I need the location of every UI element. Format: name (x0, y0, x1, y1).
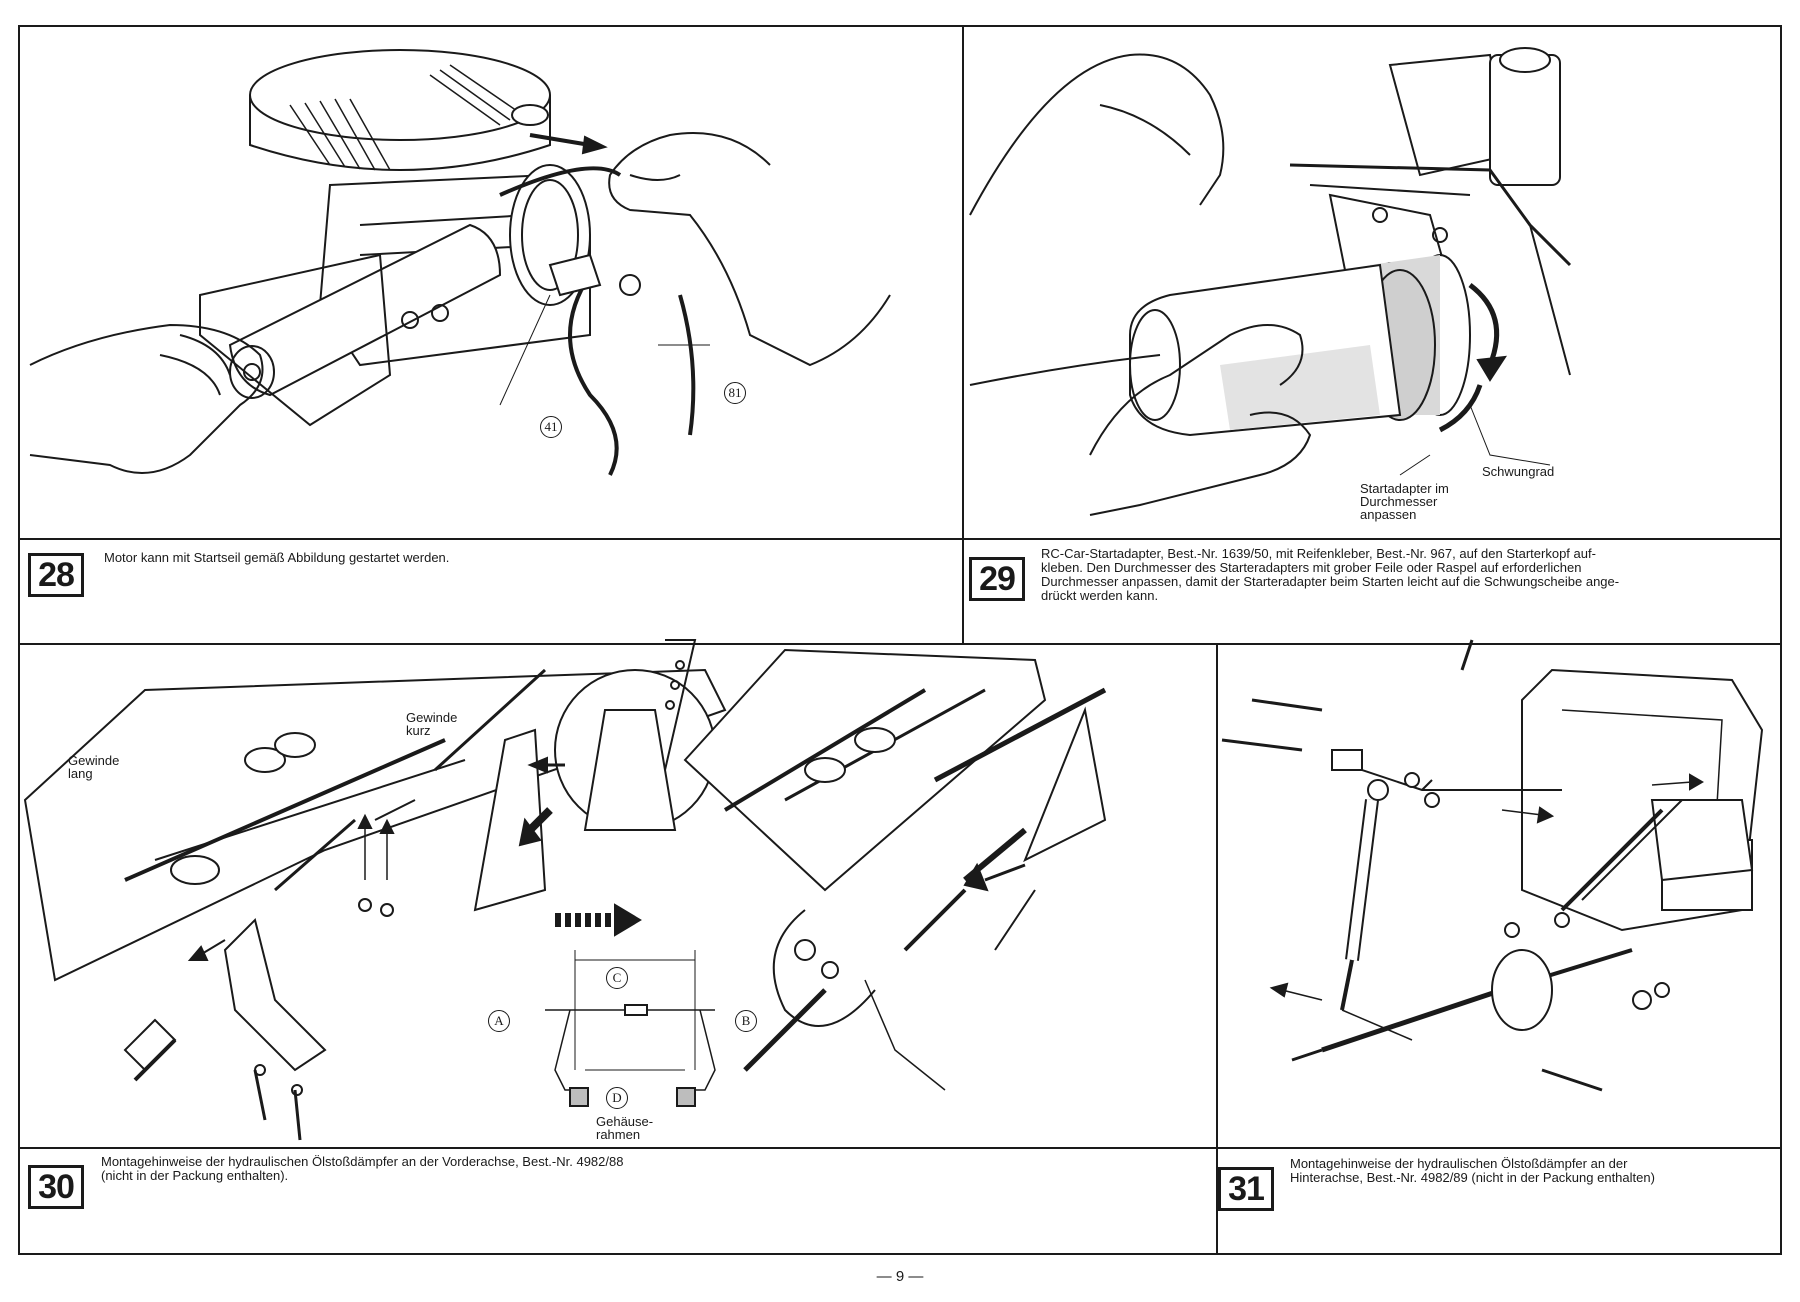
starter-adapter-illustration (969, 47, 1572, 516)
divider-28-29 (962, 25, 964, 645)
dimension-b: B (735, 1010, 757, 1032)
step-number-29: 29 (969, 557, 1025, 601)
dimension-c: C (606, 967, 628, 989)
rear-axle-damper-illustration (1221, 639, 1764, 1092)
label-adapter-diameter: Startadapter im Durchmesser anpassen (1360, 481, 1449, 522)
step-number-30: 30 (28, 1165, 84, 1209)
step-31-caption: Montagehinweise der hydraulischen Ölstoß… (1290, 1156, 1655, 1185)
caption-rule-bottom (18, 1147, 1782, 1149)
label-flywheel: Schwungrad (1482, 464, 1555, 479)
dimension-a: A (488, 1010, 510, 1032)
front-axle-damper-illustration (23, 639, 1107, 1141)
page-number: — 9 — (876, 1268, 924, 1285)
step-number-28: 28 (28, 553, 84, 597)
callout-41: 41 (540, 416, 562, 438)
step-number-31: 31 (1218, 1167, 1274, 1211)
label-thread-short: Gewinde kurz (406, 710, 458, 738)
divider-30-31 (1216, 643, 1218, 1255)
panel-frame-bottom (18, 643, 1782, 1255)
dimension-d: D (606, 1087, 628, 1109)
callout-81: 81 (724, 382, 746, 404)
label-thread-long: Gewinde lang (68, 753, 120, 781)
engine-pull-start-illustration (29, 49, 891, 476)
caption-rule-top (18, 538, 1782, 540)
step-29-caption: RC-Car-Startadapter, Best.-Nr. 1639/50, … (1041, 546, 1620, 603)
step-28-caption: Motor kann mit Startseil gemäß Abbildung… (104, 550, 450, 565)
step-30-caption: Montagehinweise der hydraulischen Ölstoß… (101, 1154, 624, 1183)
label-housing-frame: Gehäuse- rahmen (596, 1114, 654, 1142)
